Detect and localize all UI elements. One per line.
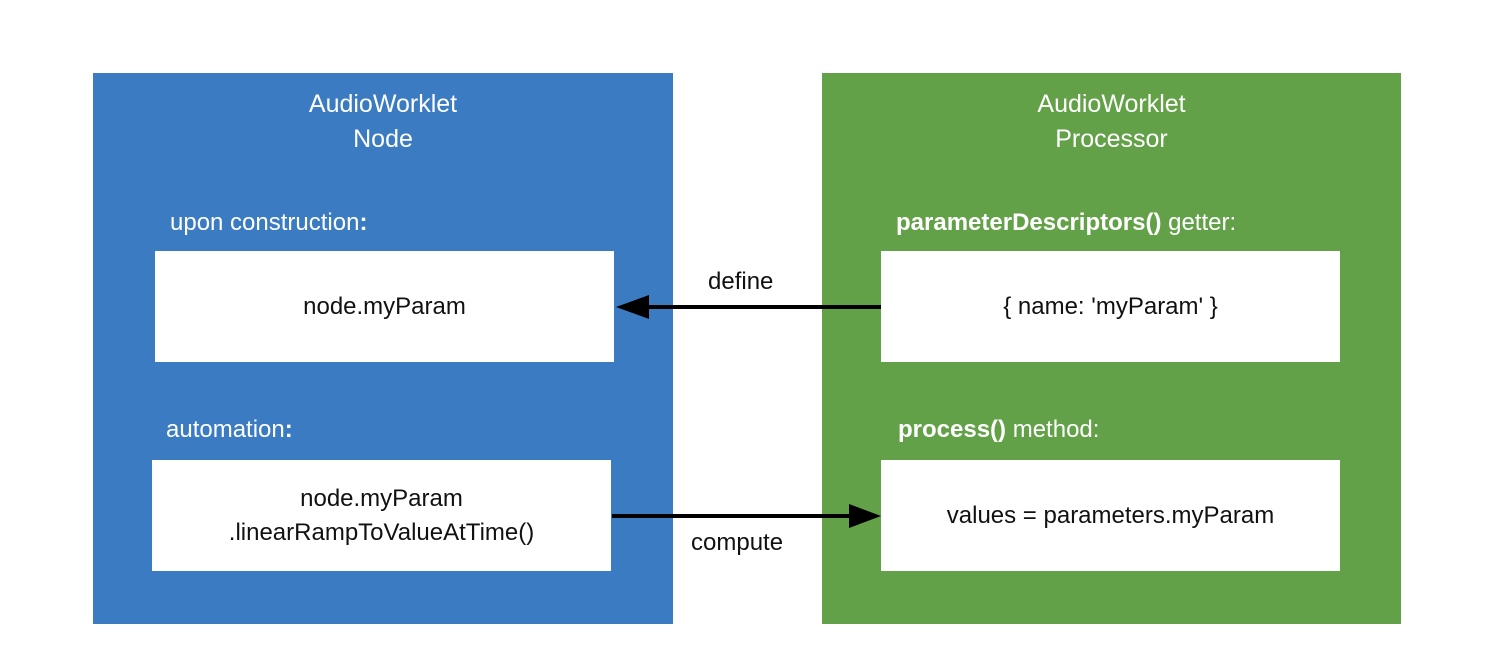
construction-label: upon construction: xyxy=(170,209,367,237)
construction-label-text: upon construction xyxy=(170,209,360,236)
process-box: values = parameters.myParam xyxy=(881,460,1340,571)
processor-panel-title: AudioWorklet Processor xyxy=(822,87,1401,157)
compute-label: compute xyxy=(691,529,784,556)
audioworklet-processor-panel: AudioWorklet Processor parameterDescript… xyxy=(822,73,1401,624)
process-label-rest: method: xyxy=(1006,416,1100,443)
compute-arrow xyxy=(612,504,881,528)
automation-label-text: automation xyxy=(166,416,285,443)
process-box-text: values = parameters.myParam xyxy=(946,501,1275,529)
construction-label-colon: : xyxy=(359,209,368,236)
node-title-line2: Node xyxy=(353,125,413,153)
automation-label: automation: xyxy=(166,416,293,444)
descriptors-label: parameterDescriptors() getter: xyxy=(896,209,1236,237)
audioworklet-node-panel: AudioWorklet Node upon construction: nod… xyxy=(93,73,673,624)
node-title-line1: AudioWorklet xyxy=(308,90,458,118)
construction-box: node.myParam xyxy=(155,251,614,362)
compute-arrowhead xyxy=(849,504,881,528)
define-arrowhead xyxy=(616,295,649,319)
descriptors-label-bold: parameterDescriptors() xyxy=(896,209,1162,236)
automation-box-line2: .linearRampToValueAtTime() xyxy=(228,518,535,546)
descriptors-label-rest: getter: xyxy=(1161,209,1237,236)
descriptors-box-text: { name: 'myParam' } xyxy=(1003,292,1218,320)
node-panel-title: AudioWorklet Node xyxy=(93,87,673,157)
construction-box-text: node.myParam xyxy=(303,292,466,320)
processor-title-line2: Processor xyxy=(1055,125,1168,153)
automation-label-colon: : xyxy=(284,416,293,443)
automation-box: node.myParam .linearRampToValueAtTime() xyxy=(152,460,611,571)
process-label: process() method: xyxy=(898,416,1099,444)
descriptors-box: { name: 'myParam' } xyxy=(881,251,1340,362)
define-label: define xyxy=(708,268,774,295)
process-label-bold: process() xyxy=(898,416,1007,443)
processor-title-line1: AudioWorklet xyxy=(1037,90,1186,118)
define-arrow xyxy=(616,295,881,319)
automation-box-line1: node.myParam xyxy=(300,484,463,512)
